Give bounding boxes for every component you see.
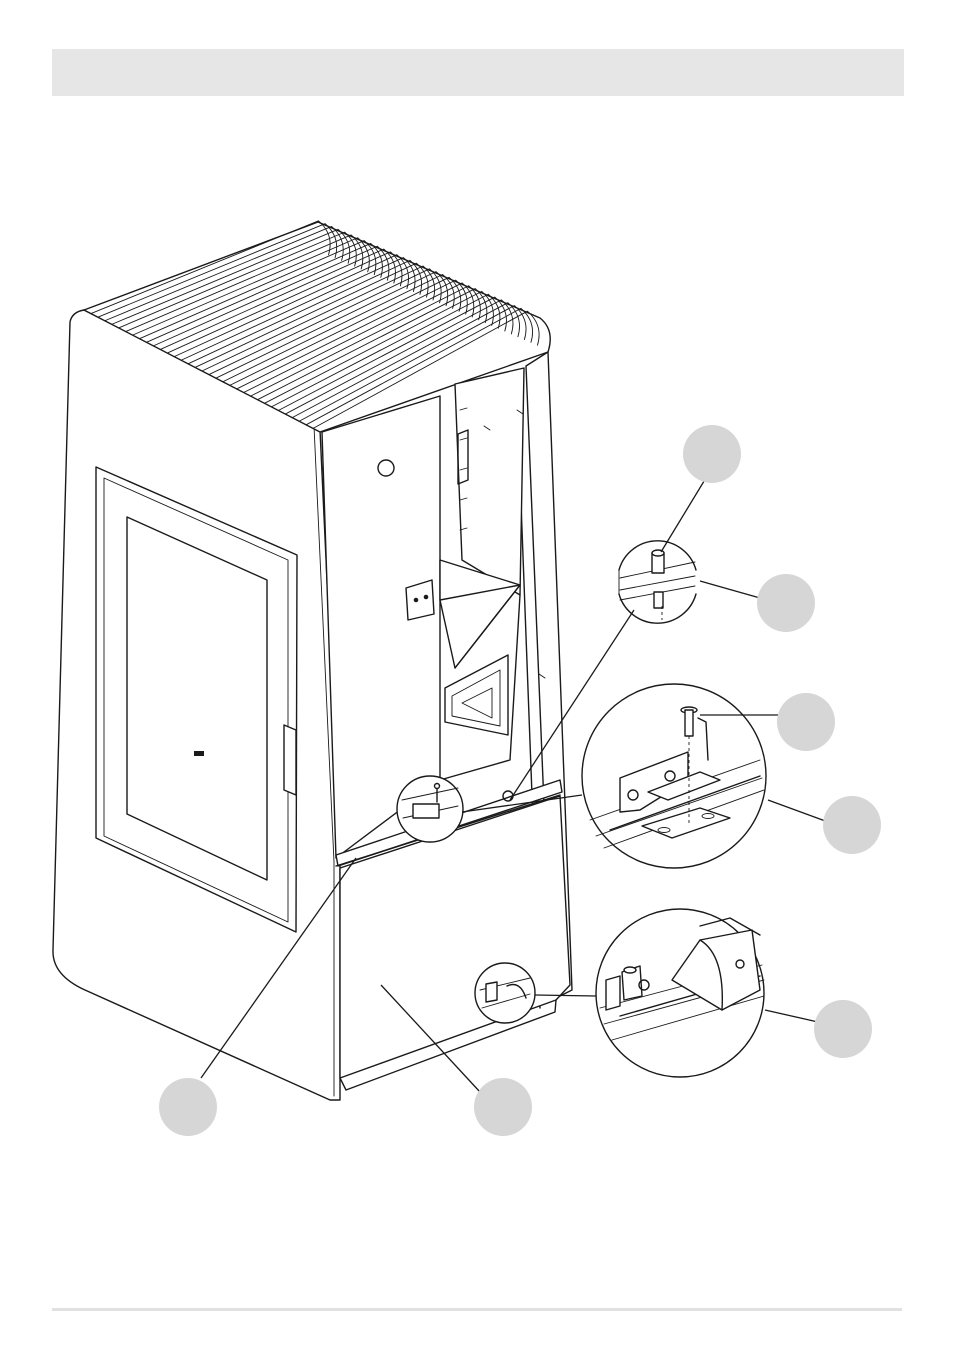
callouts: [159, 425, 881, 1136]
top-rib: [312, 310, 540, 429]
top-rib: [104, 226, 344, 322]
detail-circle-small-upper: [396, 775, 464, 843]
callout-e: [814, 1000, 872, 1058]
top-rib: [298, 305, 527, 422]
footer-rule: [52, 1308, 902, 1311]
top-ribs: [90, 220, 540, 429]
header-bar: [52, 49, 904, 96]
top-rib: [97, 223, 338, 318]
inner-structure: [321, 351, 573, 1009]
detail-view-bracket: [581, 683, 767, 869]
callout-c: [777, 693, 835, 751]
detail-view-hinge: [595, 908, 765, 1078]
leader-lines: [200, 467, 829, 1093]
detail-circle-small-lower: [474, 962, 536, 1024]
top-rib: [90, 220, 331, 315]
door-handle-icon: [194, 751, 204, 756]
detail-view-pin: [618, 540, 697, 624]
lower-panel: [339, 795, 571, 1091]
callout-f: [159, 1078, 217, 1136]
callout-d: [823, 796, 881, 854]
callout-b: [757, 574, 815, 632]
callout-g: [474, 1078, 532, 1136]
top-rib: [305, 307, 534, 426]
glass-door: [95, 466, 298, 933]
callout-a: [683, 425, 741, 483]
